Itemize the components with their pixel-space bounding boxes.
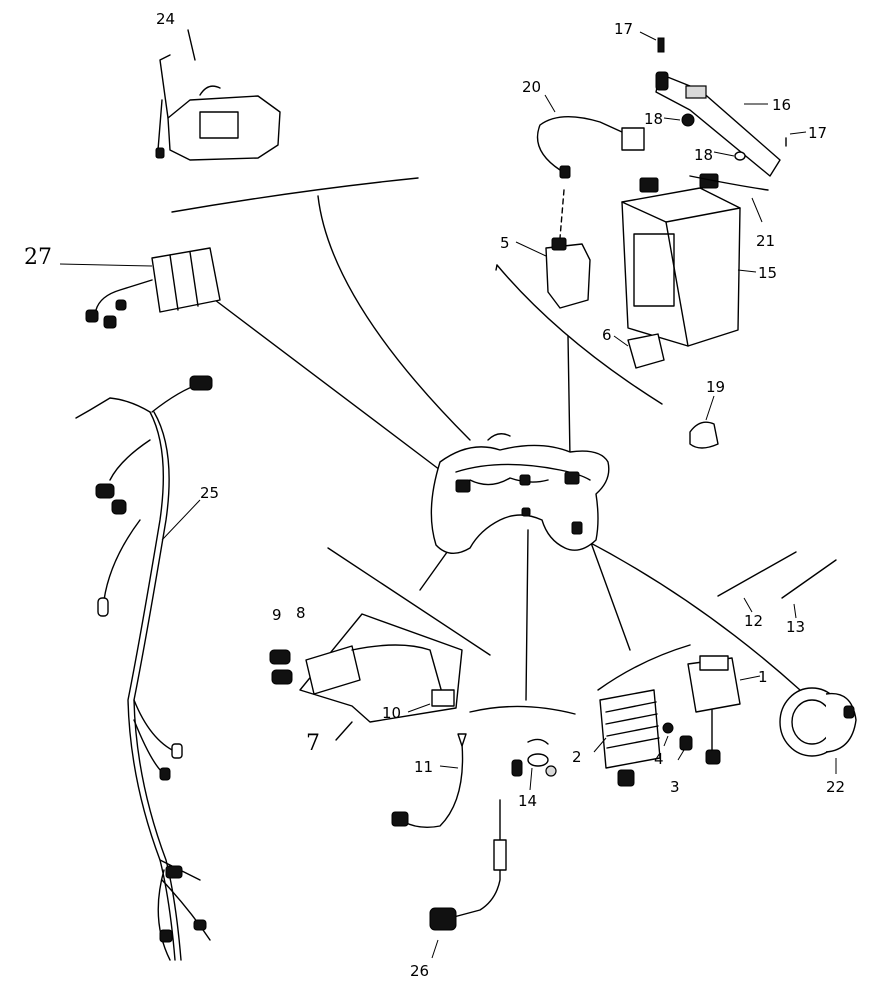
label-part-8: 8 xyxy=(296,604,306,622)
part-15-battery xyxy=(621,173,757,347)
part-22-headlight xyxy=(779,687,857,774)
label-part-22: 22 xyxy=(826,778,845,796)
part-7-ignition-coil xyxy=(269,613,463,741)
label-part-18-lower: 18 xyxy=(694,146,713,164)
label-part-25: 25 xyxy=(200,484,219,502)
label-part-11: 11 xyxy=(414,758,433,776)
part-24-instrument-cluster xyxy=(155,29,281,161)
label-part-5: 5 xyxy=(500,234,510,252)
part-25-wire-harness xyxy=(75,375,213,961)
part-11-sensor-cable xyxy=(391,733,467,829)
part-16-battery-strap xyxy=(639,31,807,223)
part-19-cap xyxy=(689,395,719,449)
label-part-19: 19 xyxy=(706,378,725,396)
label-part-17-top: 17 xyxy=(614,20,633,38)
label-part-26: 26 xyxy=(410,962,429,980)
label-part-27: 27 xyxy=(24,245,52,270)
part-13-wire xyxy=(781,559,837,619)
label-part-20: 20 xyxy=(522,78,541,96)
label-part-9: 9 xyxy=(272,606,282,624)
label-part-21: 21 xyxy=(756,232,775,250)
label-part-17-right: 17 xyxy=(808,124,827,142)
part-14-switch xyxy=(511,738,557,791)
part-20-cable xyxy=(536,94,645,179)
label-part-3: 3 xyxy=(670,778,680,796)
label-part-24: 24 xyxy=(156,10,175,28)
part-labels: 1 2 3 4 5 6 7 8 9 10 11 12 13 14 15 16 1… xyxy=(24,10,845,980)
main-harness xyxy=(430,433,610,554)
part-27-control-unit xyxy=(59,247,221,329)
label-part-2: 2 xyxy=(572,748,582,766)
part-12-wire xyxy=(717,551,797,613)
label-part-10: 10 xyxy=(382,704,401,722)
label-part-7: 7 xyxy=(306,731,320,756)
label-part-14: 14 xyxy=(518,792,537,810)
part-2-regulator xyxy=(593,689,693,787)
label-part-6: 6 xyxy=(602,326,612,344)
connector-lines xyxy=(171,177,801,715)
label-part-16: 16 xyxy=(772,96,791,114)
label-part-18-upper: 18 xyxy=(644,110,663,128)
label-part-12: 12 xyxy=(744,612,763,630)
part-1-unit xyxy=(687,655,761,765)
label-part-15: 15 xyxy=(758,264,777,282)
label-part-1: 1 xyxy=(758,668,768,686)
part-5-starter-relay xyxy=(495,189,591,309)
label-part-4: 4 xyxy=(654,750,664,768)
label-part-13: 13 xyxy=(786,618,805,636)
part-6-relay xyxy=(613,333,665,369)
part-26-sensor xyxy=(429,799,507,959)
